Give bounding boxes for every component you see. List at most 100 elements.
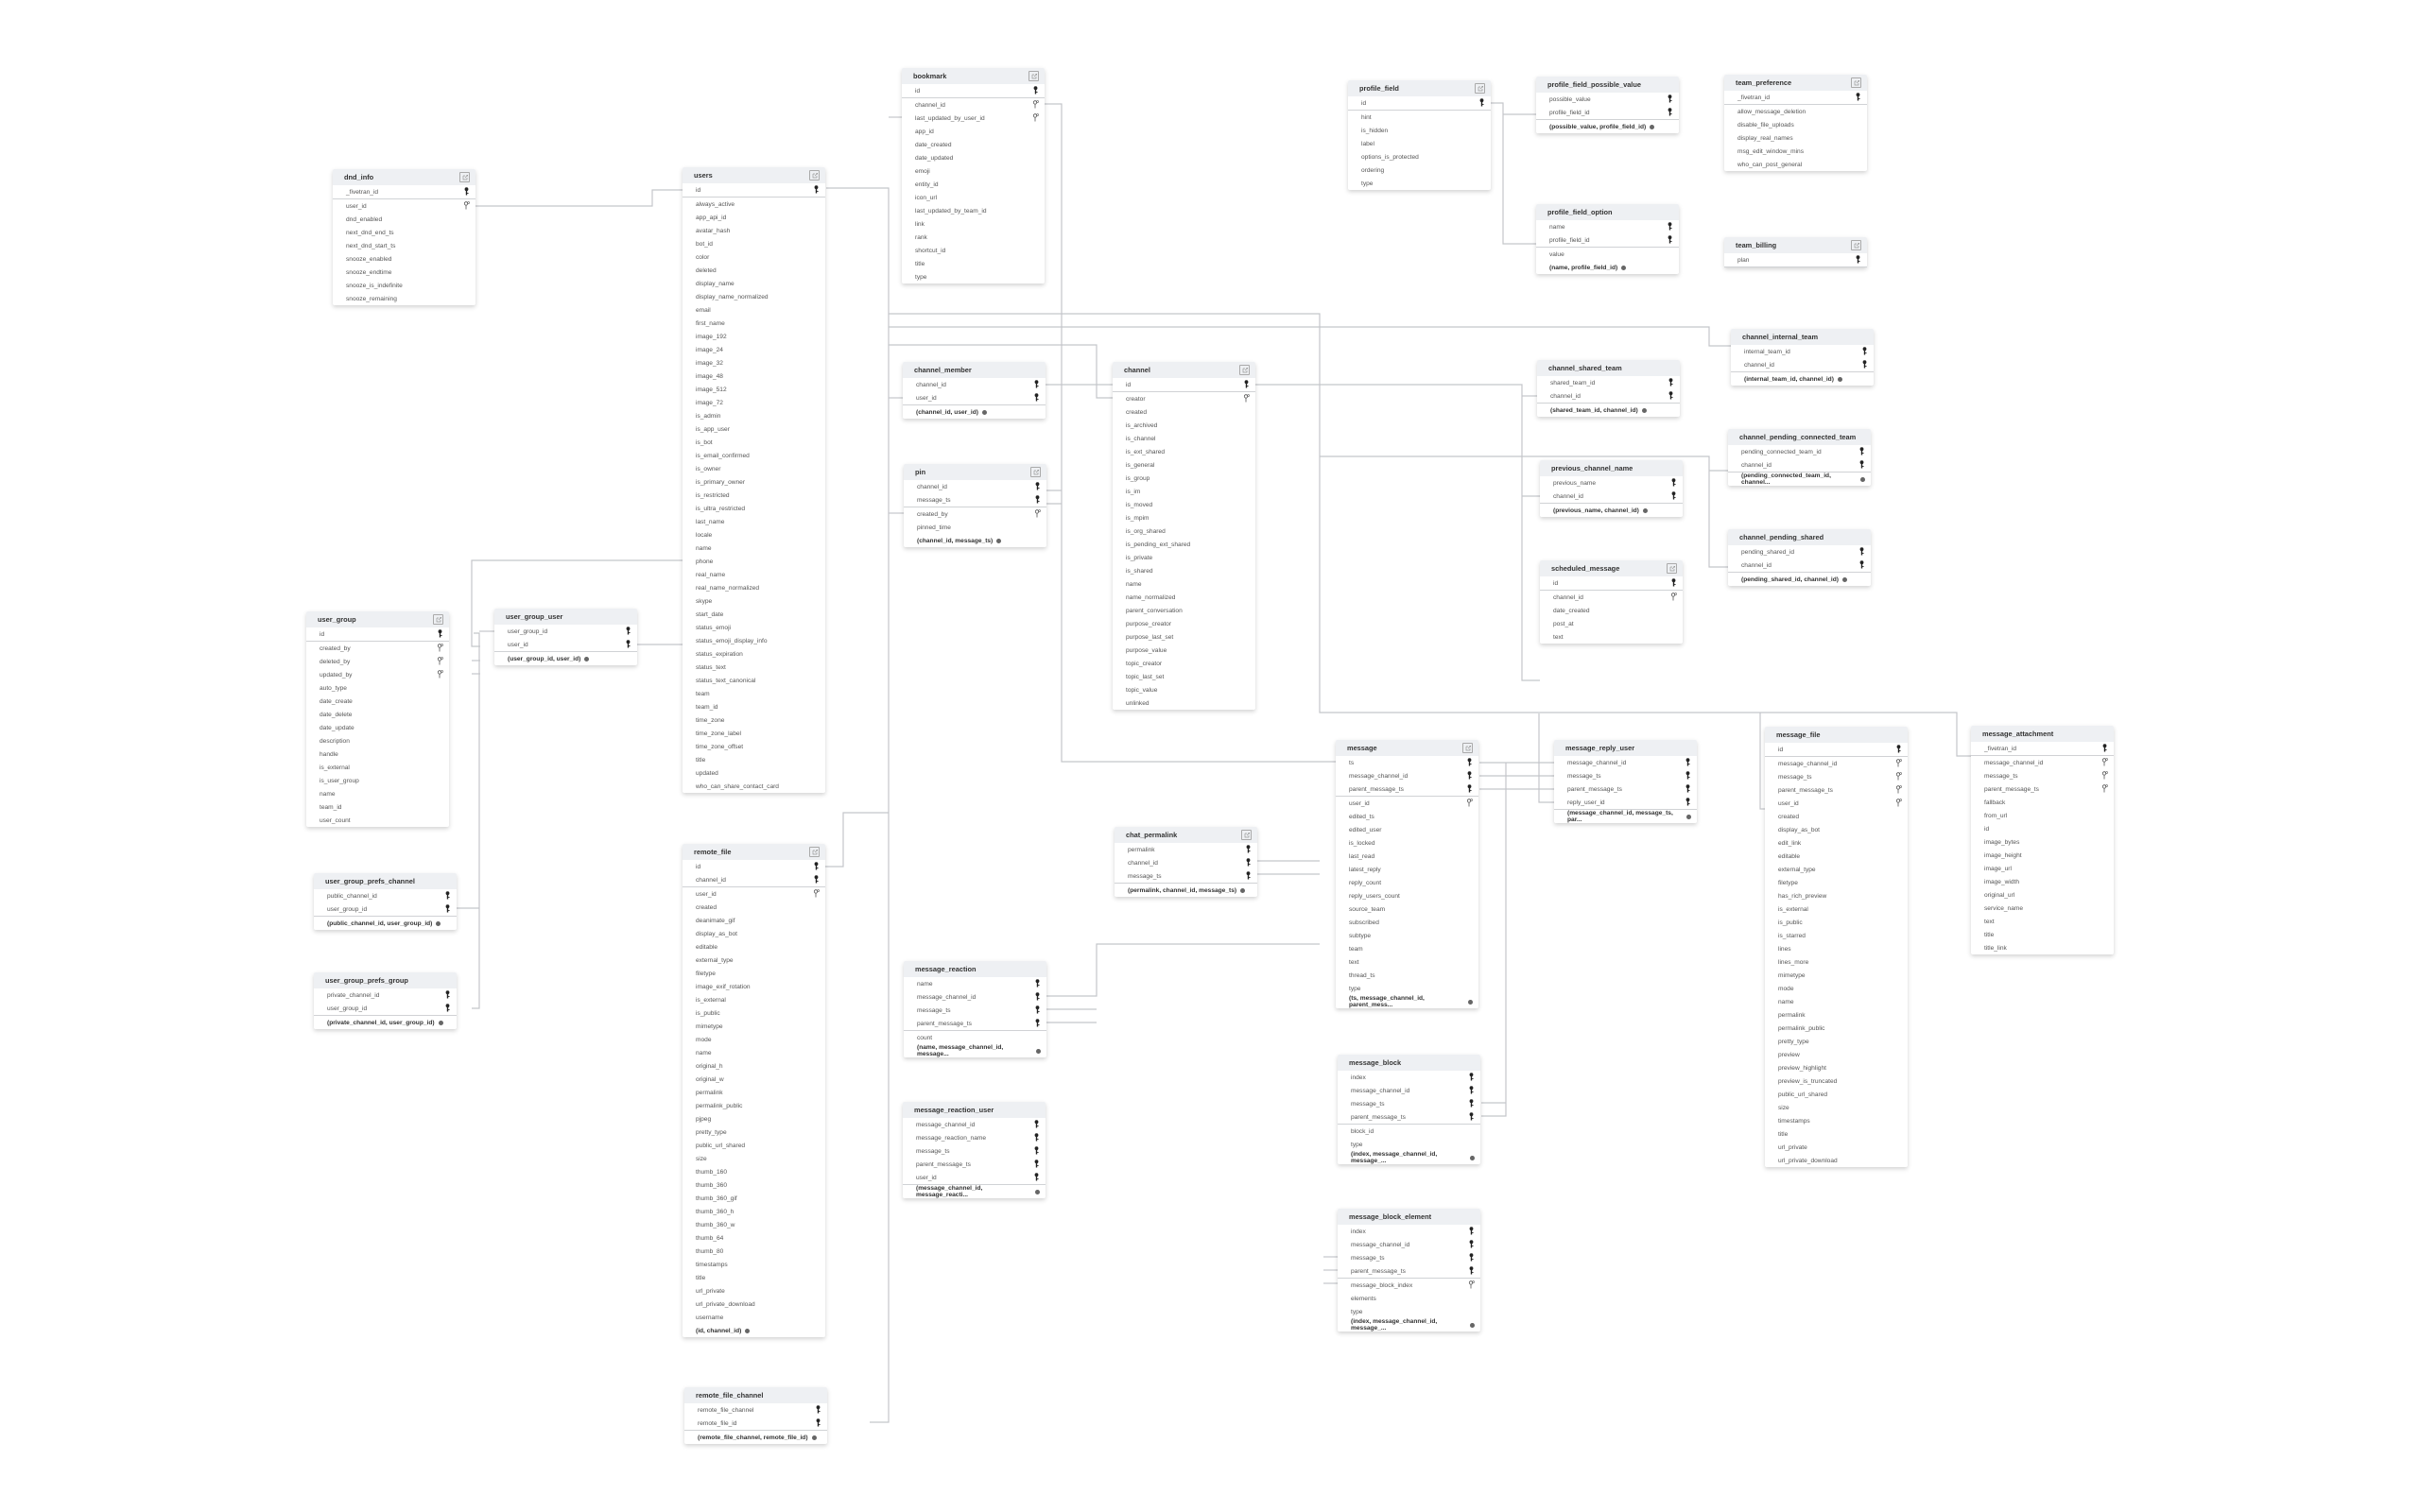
column-row[interactable]: created	[1113, 405, 1255, 419]
column-row[interactable]: message_ts	[1971, 769, 2114, 782]
column-row[interactable]: status_emoji_display_info	[683, 634, 825, 647]
table-header[interactable]: user_group_prefs_channel	[314, 873, 457, 889]
column-row[interactable]: is_im	[1113, 485, 1255, 498]
column-row[interactable]: created_by	[904, 507, 1046, 521]
column-row[interactable]: avatar_hash	[683, 224, 825, 237]
primary-key-row[interactable]: user_id	[903, 1171, 1046, 1185]
open-table-icon[interactable]	[809, 847, 820, 857]
column-row[interactable]: preview_is_truncated	[1765, 1074, 1908, 1088]
composite-key-row[interactable]: (index, message_channel_id, message_...	[1338, 1318, 1480, 1332]
column-row[interactable]: snooze_remaining	[333, 292, 475, 305]
column-row[interactable]: thumb_360_w	[683, 1218, 825, 1231]
column-row[interactable]: preview_highlight	[1765, 1061, 1908, 1074]
open-table-icon[interactable]	[459, 172, 470, 182]
column-row[interactable]: timestamps	[683, 1258, 825, 1271]
column-row[interactable]: team_id	[683, 700, 825, 713]
column-row[interactable]: date_update	[306, 721, 449, 734]
column-row[interactable]: is_general	[1113, 458, 1255, 472]
composite-key-row[interactable]: (pending_connected_team_id, channel...	[1728, 472, 1871, 486]
primary-key-row[interactable]: message_reaction_name	[903, 1131, 1046, 1144]
primary-key-row[interactable]: message_channel_id	[1336, 769, 1478, 782]
column-row[interactable]: deleted	[683, 264, 825, 277]
primary-key-row[interactable]: user_group_id	[314, 1002, 457, 1016]
column-row[interactable]: icon_url	[902, 191, 1045, 204]
composite-key-row[interactable]: (remote_file_channel, remote_file_id)	[684, 1431, 827, 1444]
composite-key-row[interactable]: (previous_name, channel_id)	[1540, 504, 1683, 517]
column-row[interactable]: topic_creator	[1113, 657, 1255, 670]
primary-key-row[interactable]: message_ts	[1115, 869, 1257, 884]
column-row[interactable]: phone	[683, 555, 825, 568]
open-table-icon[interactable]	[1030, 467, 1041, 477]
primary-key-row[interactable]: parent_message_ts	[1338, 1110, 1480, 1125]
primary-key-row[interactable]: id	[306, 627, 449, 642]
primary-key-row[interactable]: message_channel_id	[1554, 756, 1697, 769]
column-row[interactable]: username	[683, 1311, 825, 1324]
table-header[interactable]: message_reaction	[904, 961, 1046, 977]
table-header[interactable]: chat_permalink	[1115, 827, 1257, 843]
column-row[interactable]: subscribed	[1336, 916, 1478, 929]
column-row[interactable]: unlinked	[1113, 696, 1255, 710]
column-row[interactable]: msg_edit_window_mins	[1724, 145, 1867, 158]
table-header[interactable]: team_billing	[1724, 237, 1867, 253]
column-row[interactable]: team	[683, 687, 825, 700]
primary-key-row[interactable]: message_channel_id	[904, 990, 1046, 1004]
table-header[interactable]: channel_pending_connected_team	[1728, 429, 1871, 445]
table-header[interactable]: message_reaction_user	[903, 1102, 1046, 1118]
table-header[interactable]: remote_file_channel	[684, 1387, 827, 1403]
column-row[interactable]: permalink_public	[683, 1099, 825, 1112]
column-row[interactable]: purpose_last_set	[1113, 630, 1255, 644]
primary-key-row[interactable]: pending_shared_id	[1728, 545, 1871, 558]
composite-key-row[interactable]: (name, message_channel_id, message...	[904, 1044, 1046, 1057]
column-row[interactable]: name_normalized	[1113, 591, 1255, 604]
primary-key-row[interactable]: _fivetran_id	[1971, 742, 2114, 756]
primary-key-row[interactable]: pending_connected_team_id	[1728, 445, 1871, 458]
column-row[interactable]: allow_message_deletion	[1724, 105, 1867, 118]
column-row[interactable]: value	[1536, 248, 1679, 261]
primary-key-row[interactable]: profile_field_id	[1536, 106, 1679, 120]
primary-key-row[interactable]: parent_message_ts	[1336, 782, 1478, 797]
column-row[interactable]: public_url_shared	[1765, 1088, 1908, 1101]
column-row[interactable]: pretty_type	[1765, 1035, 1908, 1048]
composite-key-row[interactable]: (name, profile_field_id)	[1536, 261, 1679, 274]
column-row[interactable]: is_archived	[1113, 419, 1255, 432]
column-row[interactable]: dnd_enabled	[333, 213, 475, 226]
column-row[interactable]: who_can_post_general	[1724, 158, 1867, 171]
column-row[interactable]: image_72	[683, 396, 825, 409]
primary-key-row[interactable]: message_ts	[903, 1144, 1046, 1158]
primary-key-row[interactable]: channel_id	[1731, 358, 1874, 372]
primary-key-row[interactable]: channel_id	[1728, 558, 1871, 573]
column-row[interactable]: mimetype	[1765, 969, 1908, 982]
column-row[interactable]: last_updated_by_user_id	[902, 112, 1045, 125]
column-row[interactable]: filetype	[1765, 876, 1908, 889]
column-row[interactable]: is_moved	[1113, 498, 1255, 511]
primary-key-row[interactable]: message_ts	[1338, 1097, 1480, 1110]
column-row[interactable]: count	[904, 1031, 1046, 1044]
column-row[interactable]: is_org_shared	[1113, 524, 1255, 538]
primary-key-row[interactable]: permalink	[1115, 843, 1257, 856]
column-row[interactable]: is_starred	[1765, 929, 1908, 942]
column-row[interactable]: text	[1336, 955, 1478, 969]
column-row[interactable]: is_external	[1765, 902, 1908, 916]
composite-key-row[interactable]: (pending_shared_id, channel_id)	[1728, 573, 1871, 586]
column-row[interactable]: editable	[683, 940, 825, 954]
primary-key-row[interactable]: parent_message_ts	[1338, 1264, 1480, 1279]
column-row[interactable]: purpose_value	[1113, 644, 1255, 657]
table-header[interactable]: channel_shared_team	[1537, 360, 1680, 376]
column-row[interactable]: user_id	[1765, 797, 1908, 810]
table-header[interactable]: scheduled_message	[1540, 560, 1683, 576]
column-row[interactable]: status_expiration	[683, 647, 825, 661]
column-row[interactable]: user_count	[306, 814, 449, 827]
primary-key-row[interactable]: private_channel_id	[314, 988, 457, 1002]
column-row[interactable]: reply_count	[1336, 876, 1478, 889]
column-row[interactable]: is_external	[306, 761, 449, 774]
column-row[interactable]: display_as_bot	[1765, 823, 1908, 836]
open-table-icon[interactable]	[1028, 71, 1039, 81]
